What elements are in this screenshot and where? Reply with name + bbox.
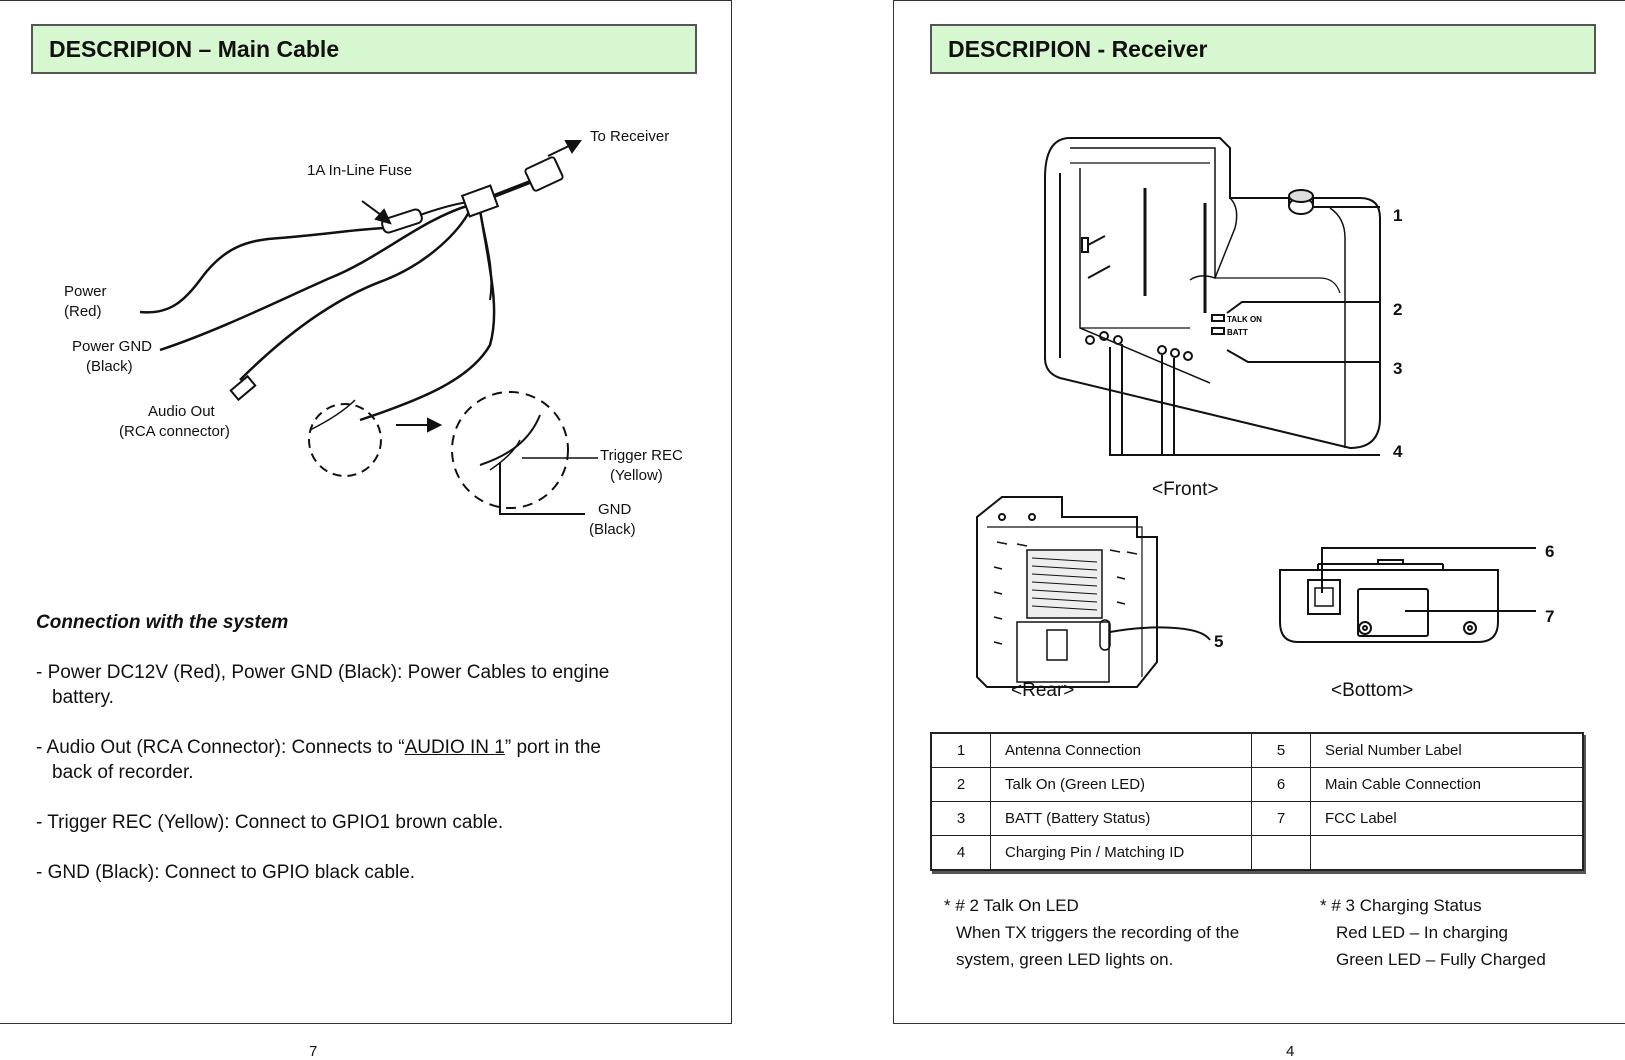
callout-number-5: 5 <box>1214 632 1224 651</box>
talk-on-note-line1: When TX triggers the recording of the <box>956 923 1240 942</box>
legend-number: 2 <box>930 767 991 802</box>
receiver-rear-diagram <box>976 496 1158 688</box>
audio-out-connector-label: (RCA connector) <box>119 423 230 440</box>
audio-in-link: AUDIO IN 1 <box>404 737 505 758</box>
legend-number: 4 <box>930 835 991 871</box>
callout-number-7: 7 <box>1545 607 1555 626</box>
connection-section-title: Connection with the system <box>36 612 289 633</box>
legend-number <box>1251 835 1311 871</box>
legend-description: Antenna Connection <box>990 732 1252 768</box>
legend-number: 7 <box>1251 801 1311 836</box>
main-cable-header: DESCRIPION – Main Cable <box>31 24 697 74</box>
callout-number-2: 2 <box>1393 300 1403 319</box>
power-label: Power <box>64 283 107 300</box>
legend-number: 3 <box>930 801 991 836</box>
legend-description: Talk On (Green LED) <box>990 767 1252 802</box>
talk-on-note: * # 2 Talk On LED When TX triggers the r… <box>944 892 1239 973</box>
table-row: 2 Talk On (Green LED) 6 Main Cable Conne… <box>930 767 1584 802</box>
rear-view-label: <Rear> <box>1011 680 1075 701</box>
callout-number-3: 3 <box>1393 359 1403 378</box>
power-color-label: (Red) <box>64 303 102 320</box>
batt-device-label: BATT <box>1227 328 1248 337</box>
trigger-rec-label: Trigger REC <box>600 447 683 464</box>
legend-number: 1 <box>930 732 991 768</box>
bullet-audio-line2: back of recorder. <box>52 762 194 783</box>
bottom-view-label: <Bottom> <box>1331 680 1414 701</box>
front-callout-lines <box>1109 206 1380 456</box>
legend-description: BATT (Battery Status) <box>990 801 1252 836</box>
page-left: DESCRIPION – Main Cable <box>0 0 732 1024</box>
power-gnd-label: Power GND <box>72 338 153 355</box>
bullet-gnd: - GND (Black): Connect to GPIO black cab… <box>36 862 416 883</box>
legend-number: 5 <box>1251 732 1311 768</box>
callout-number-1: 1 <box>1393 206 1403 225</box>
bullet-audio: - Audio Out (RCA Connector): Connects to… <box>36 735 696 785</box>
charging-status-red: Red LED – In charging <box>1336 923 1508 942</box>
callout-number-6: 6 <box>1545 542 1555 561</box>
receiver-header: DESCRIPION - Receiver <box>930 24 1596 74</box>
bullet-power: - Power DC12V (Red), Power GND (Black): … <box>36 660 696 710</box>
receiver-bottom-diagram <box>1279 559 1499 643</box>
talk-on-note-title: * # 2 Talk On LED <box>944 896 1079 915</box>
table-row: 1 Antenna Connection 5 Serial Number Lab… <box>930 732 1584 768</box>
page-number-right: 4 <box>1286 1043 1295 1060</box>
power-gnd-color-label: (Black) <box>86 358 133 375</box>
bullet-trigger: - Trigger REC (Yellow): Connect to GPIO1… <box>36 812 504 833</box>
to-receiver-label: To Receiver <box>590 128 670 145</box>
charging-status-note-title: * # 3 Charging Status <box>1320 896 1482 915</box>
legend-description: FCC Label <box>1310 801 1584 836</box>
bullet-audio-line1: - Audio Out (RCA Connector): Connects to… <box>36 735 696 760</box>
charging-status-note: * # 3 Charging Status Red LED – In charg… <box>1320 892 1546 973</box>
table-row: 4 Charging Pin / Matching ID <box>930 835 1584 871</box>
bullet-audio-pre: - Audio Out (RCA Connector): Connects to… <box>36 737 405 758</box>
parts-legend-table: 1 Antenna Connection 5 Serial Number Lab… <box>930 732 1584 871</box>
audio-out-label: Audio Out <box>148 403 215 420</box>
talk-on-device-label: TALK ON <box>1227 315 1262 324</box>
gnd-label: GND <box>598 501 632 518</box>
legend-description <box>1310 835 1584 871</box>
bullet-power-line1: - Power DC12V (Red), Power GND (Black): … <box>36 662 610 683</box>
bottom-callout-lines <box>1321 547 1536 612</box>
legend-description: Serial Number Label <box>1310 732 1584 768</box>
callout-number-4: 4 <box>1393 442 1403 461</box>
legend-description: Charging Pin / Matching ID <box>990 835 1252 871</box>
rear-callout-line <box>1109 626 1211 641</box>
charging-status-green: Green LED – Fully Charged <box>1336 950 1546 969</box>
fuse-label: 1A In-Line Fuse <box>307 162 413 179</box>
front-view-label: <Front> <box>1152 479 1219 500</box>
bullet-power-line2: battery. <box>52 687 114 708</box>
trigger-rec-color-label: (Yellow) <box>610 467 663 484</box>
main-cable-diagram <box>139 140 598 515</box>
receiver-front-diagram: TALK ON BATT <box>1044 137 1381 450</box>
legend-description: Main Cable Connection <box>1310 767 1584 802</box>
bullet-audio-post: ” port in the <box>504 737 601 758</box>
legend-number: 6 <box>1251 767 1311 802</box>
page-number-left: 7 <box>309 1043 318 1060</box>
table-row: 3 BATT (Battery Status) 7 FCC Label <box>930 801 1584 836</box>
talk-on-note-line2: system, green LED lights on. <box>956 950 1174 969</box>
gnd-color-label: (Black) <box>589 521 636 538</box>
